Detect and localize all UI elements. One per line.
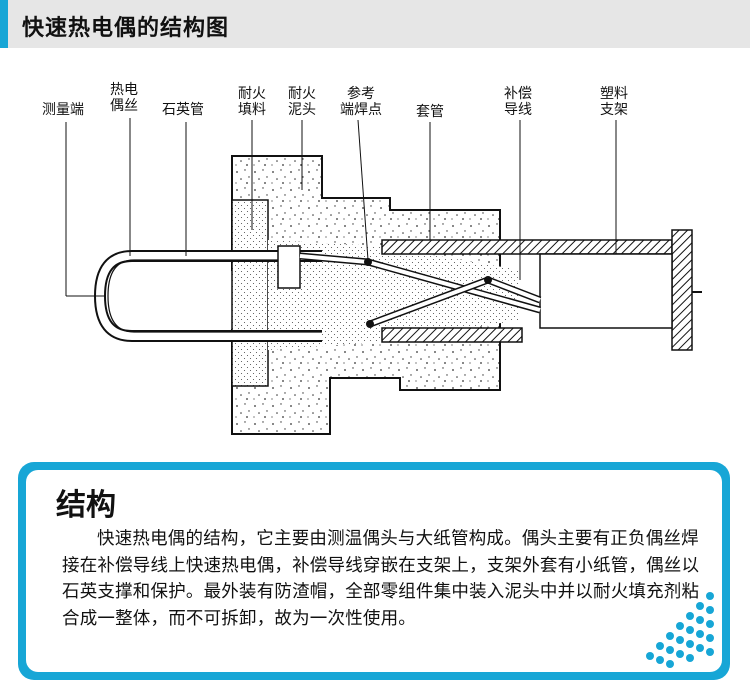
structure-body: 快速热电偶的结构，它主要由测温偶头与大纸管构成。偶头主要有正负偶丝焊接在补偿导线… [62,529,700,629]
thermocouple-diagram: 测量端 热电偶丝 石英管 耐火填料 耐火泥头 参考端焊点 套管 补偿导线 塑料支… [0,60,750,460]
label-quartz-tube: 石英管 [162,102,204,118]
label-sleeve: 套管 [416,104,444,120]
decorative-dots [646,592,714,668]
structure-title: 结构 [56,488,116,523]
thermocouple-wire [107,259,322,333]
diagram-svg [65,118,702,435]
sleeve-bottom [381,327,523,343]
label-refractory-mud-head: 耐火泥头 [288,86,316,118]
sleeve-top [381,239,673,255]
sleeve-end [671,229,693,351]
filler-cone [268,240,520,350]
label-reference-junction: 参考端焊点 [340,86,382,118]
label-plastic-bracket: 塑料支架 [600,86,628,118]
structure-card [26,470,722,672]
refractory-filler [231,199,269,387]
label-compensating-wire: 补偿导线 [504,86,532,118]
page-title: 快速热电偶的结构图 [22,16,230,41]
label-thermocouple-wire: 热电偶丝 [110,82,138,114]
plastic-bracket [539,253,673,329]
label-measuring-end: 测量端 [42,102,84,118]
label-refractory-filler: 耐火填料 [238,86,266,118]
header-accent [0,0,8,48]
header-bar [0,0,750,48]
